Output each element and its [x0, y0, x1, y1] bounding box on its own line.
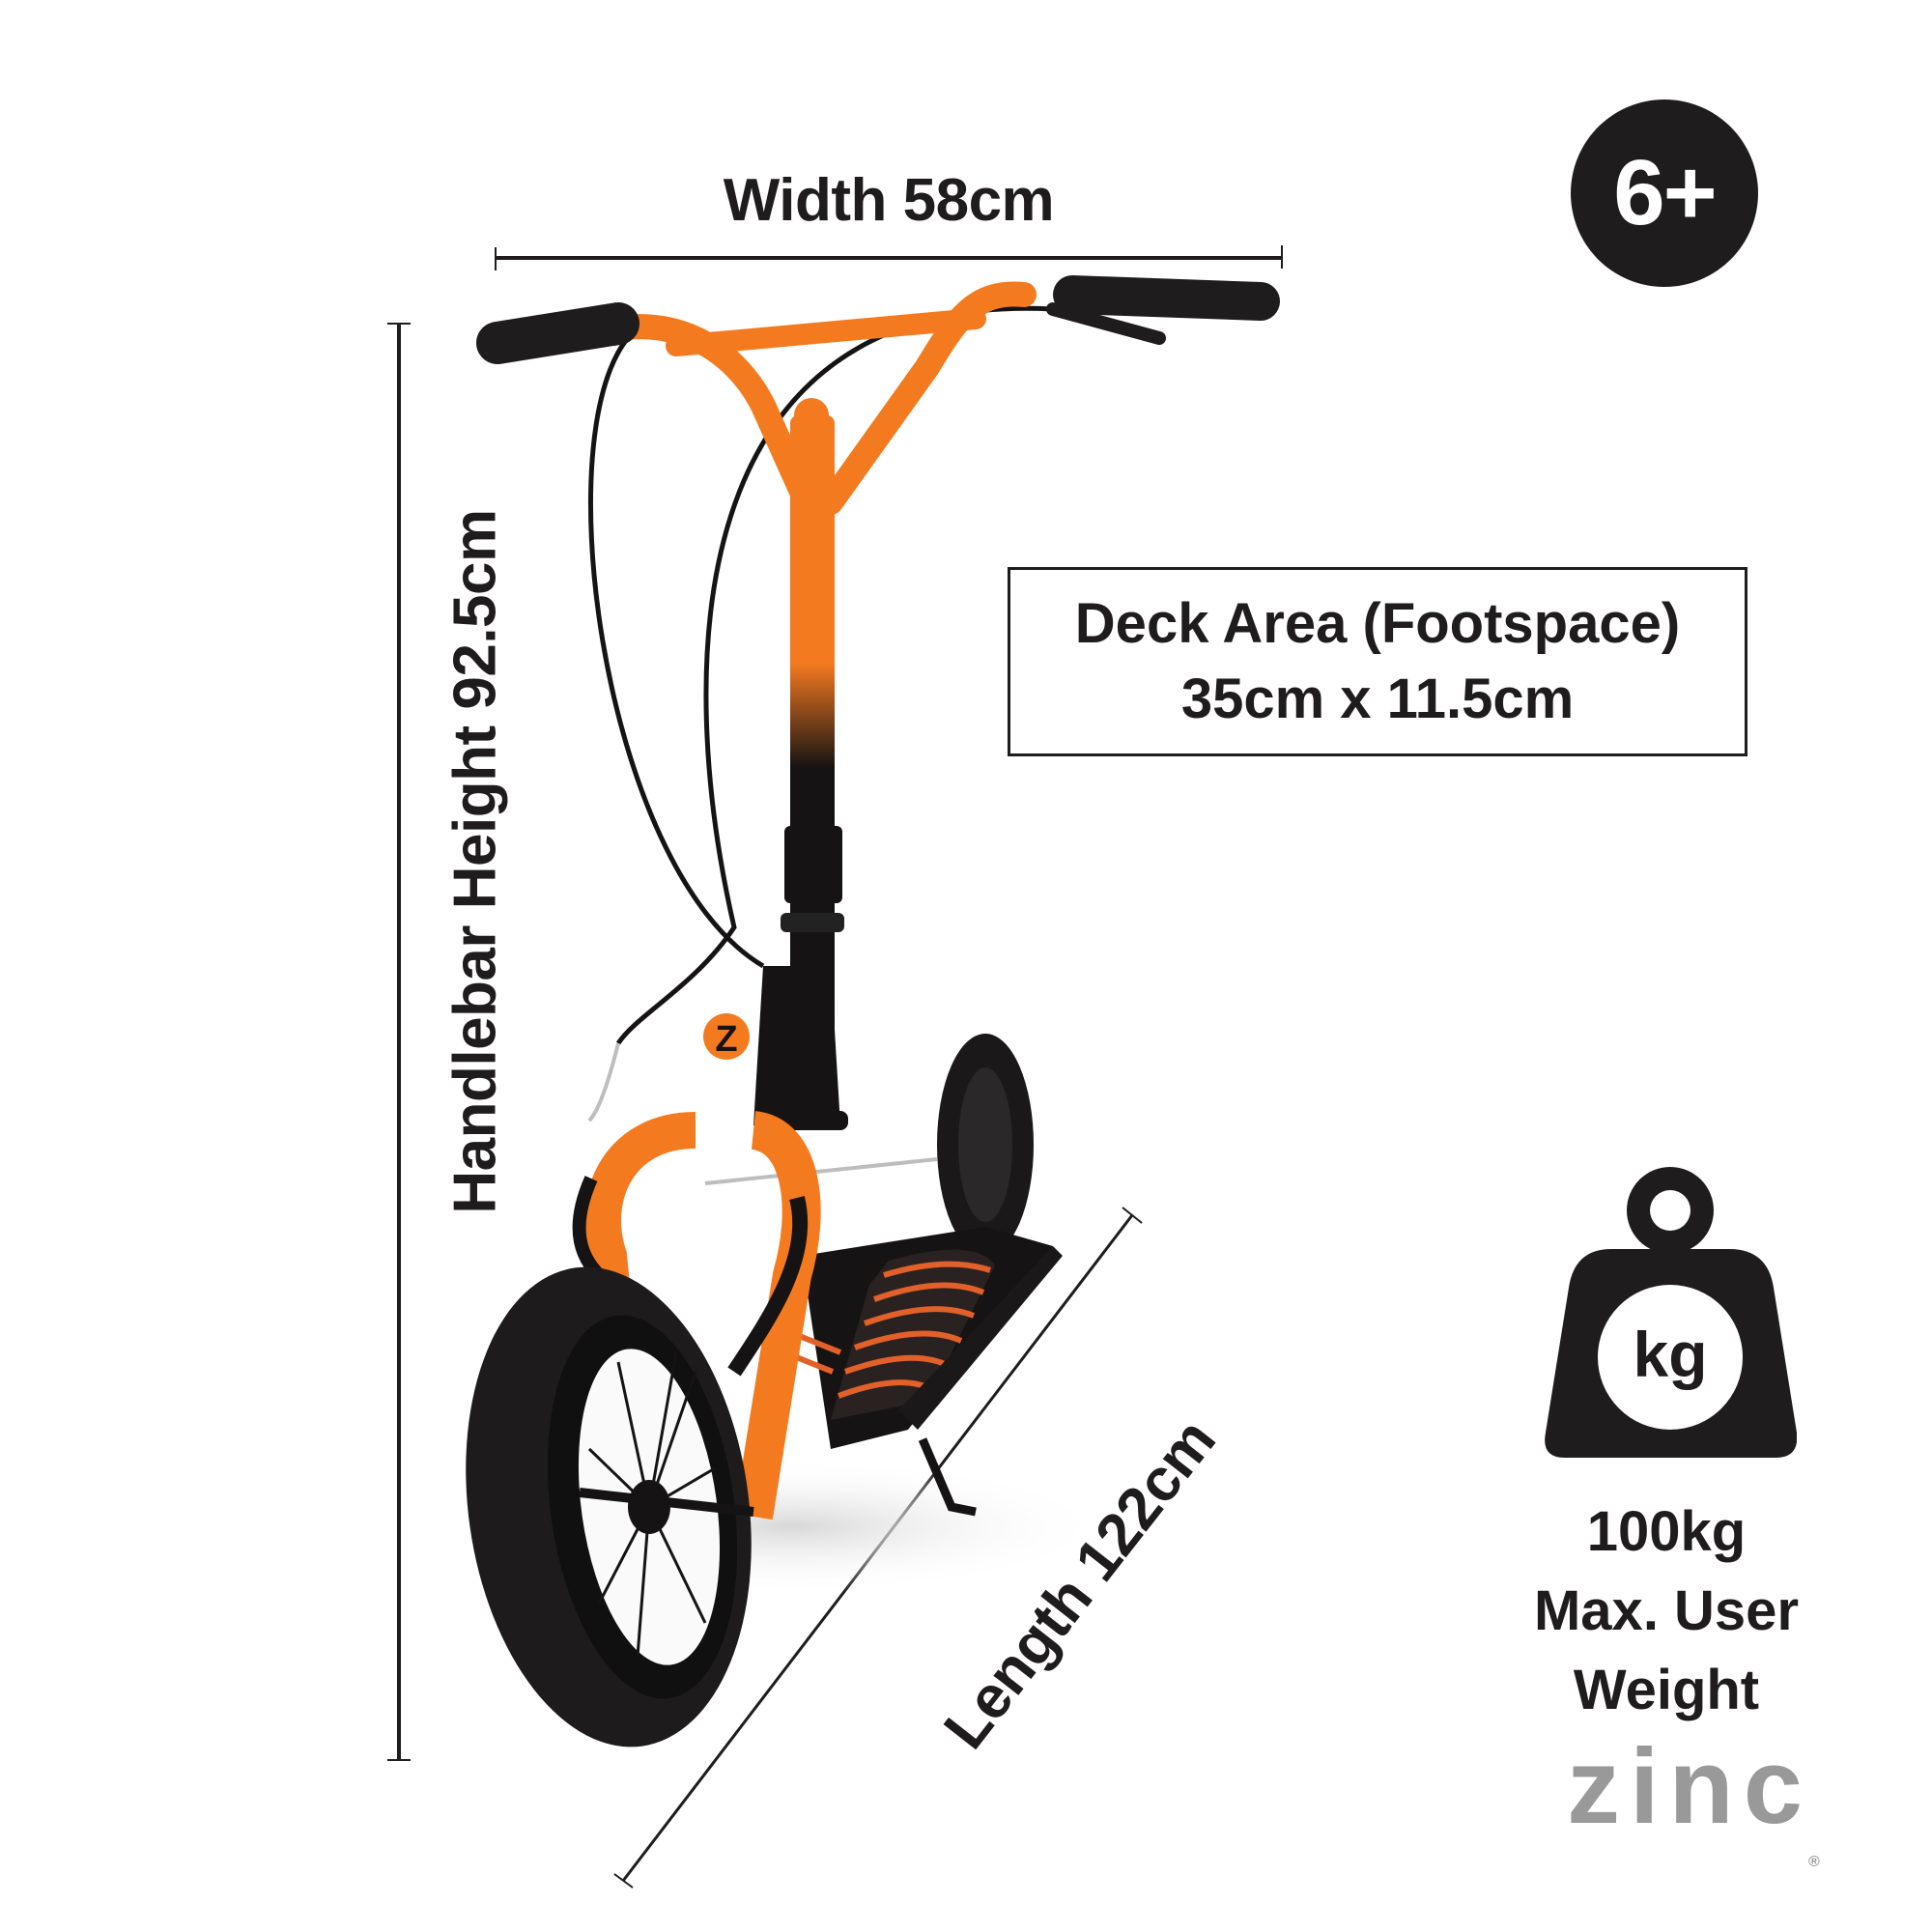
kg-icon-text: kg [1633, 1319, 1707, 1390]
age-badge-label: 6+ [1613, 141, 1717, 244]
width-label: Width 58cm [723, 167, 1055, 234]
max-weight-label-line2: Weight [1573, 1659, 1760, 1721]
kg-weight-icon: kg [1545, 1167, 1797, 1458]
handlebar [476, 275, 1280, 558]
zinc-logo: zinc® [1567, 1734, 1824, 1871]
deck-area-size: 35cm x 11.5cm [1180, 668, 1575, 730]
max-weight-text: 100kg Max. User Weight [1488, 1492, 1845, 1730]
registered-mark: ® [1807, 1854, 1820, 1870]
max-weight-value: 100kg [1586, 1500, 1747, 1563]
max-weight-label-line1: Max. User [1533, 1579, 1800, 1642]
rear-wheel [937, 1034, 1034, 1256]
z-logo-badge [703, 1013, 750, 1060]
deck-area-title: Deck Area (Footspace) [1074, 592, 1681, 655]
front-wheel [466, 1266, 754, 1747]
deck [782, 1227, 1063, 1517]
brake-cables [588, 305, 1054, 1045]
stem: Z [703, 415, 848, 1130]
zinc-logo-text: zinc [1567, 1727, 1812, 1846]
z-logo-text: Z [715, 1019, 737, 1060]
front-fork [572, 1111, 821, 1520]
deck-area-box: Deck Area (Footspace) 35cm x 11.5cm [1008, 567, 1747, 756]
age-badge: 6+ [1571, 99, 1758, 287]
